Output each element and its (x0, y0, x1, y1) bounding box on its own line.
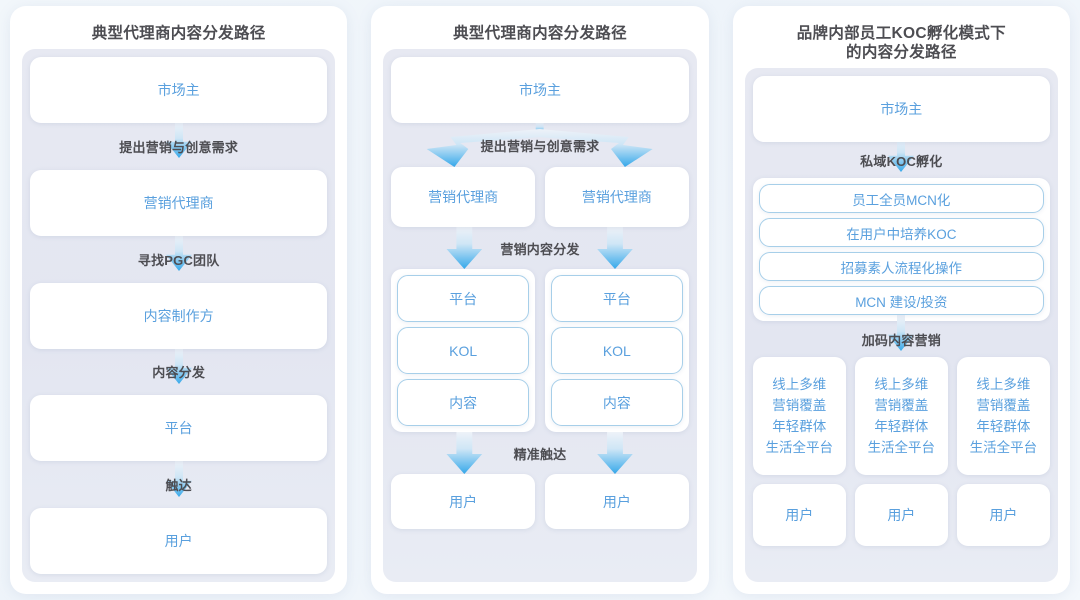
connector-label-reach: 精准触达 (513, 446, 567, 462)
node-content-producer[interactable]: 内容制作方 (30, 282, 328, 349)
connector-label-1-2: 寻找PGC团队 (137, 252, 220, 268)
node-marketing-agency-right[interactable]: 营销代理商 (545, 167, 689, 227)
coverage-line: 线上多维 (976, 377, 1031, 392)
branch-arrows-icon (427, 123, 653, 167)
node-user-right[interactable]: 用户 (545, 474, 689, 529)
node-coverage-3[interactable]: 线上多维 营销覆盖 年轻群体 生活全平台 (956, 357, 1050, 475)
connector-1-4: 触达 (30, 460, 327, 503)
connector-label-branch: 提出营销与创意需求 (480, 138, 600, 154)
node-market-owner[interactable]: 市场主 (391, 57, 689, 123)
coverage-line: 营销覆盖 (772, 398, 827, 413)
connector-marketing: 加码内容营销 (753, 315, 1050, 357)
coverage-line: 营销覆盖 (976, 398, 1031, 413)
node-coverage-1[interactable]: 线上多维 营销覆盖 年轻群体 生活全平台 (752, 357, 846, 475)
node-user-2[interactable]: 用户 (854, 484, 948, 546)
panel-title-2: 典型代理商内容分发路径 (453, 25, 627, 42)
panel-3-flow: 市场主 私域KOC孵化 员工全员MCN化 在用户中培养KOC 招募素人流程化操作 (744, 68, 1058, 582)
coverage-line: 线上多维 (874, 377, 929, 392)
connector-label-1-4: 触达 (165, 478, 192, 494)
node-kol[interactable]: KOL (397, 327, 529, 374)
node-koc-4[interactable]: MCN 建设/投资 (758, 286, 1044, 315)
connector-label-incubate: 私域KOC孵化 (860, 153, 943, 169)
connector-distribute: 营销内容分发 (391, 227, 688, 269)
node-market-owner[interactable]: 市场主 (752, 76, 1050, 142)
user-row: 用户 用户 (391, 474, 689, 529)
node-content[interactable]: 内容 (397, 379, 529, 426)
agency-row: 营销代理商 营销代理商 (391, 167, 689, 227)
coverage-line: 营销覆盖 (874, 398, 929, 413)
connector-label-1-1: 提出营销与创意需求 (119, 139, 239, 155)
node-platform[interactable]: 平台 (30, 395, 328, 462)
arrow-down-icon (886, 136, 916, 172)
coverage-line: 生活全平台 (969, 440, 1038, 455)
stack-right: 平台 KOL 内容 (545, 269, 689, 432)
coverage-line: 线上多维 (772, 377, 827, 392)
coverage-line: 年轻群体 (976, 419, 1031, 434)
node-user-left[interactable]: 用户 (391, 474, 535, 529)
arrow-down-icon (164, 347, 194, 384)
panel-agency-path-2: 典型代理商内容分发路径 市场主 提出营销与创意需求 营销代理商 营销代理商 (371, 6, 709, 594)
connector-1-2: 寻找PGC团队 (30, 235, 327, 277)
stack-row: 平台 KOL 内容 平台 KOL 内容 (391, 269, 689, 432)
node-market-owner[interactable]: 市场主 (30, 57, 328, 123)
coverage-row: 线上多维 营销覆盖 年轻群体 生活全平台 线上多维 营销覆盖 年轻群体 生活全平… (752, 357, 1050, 475)
coverage-line: 生活全平台 (867, 440, 936, 455)
node-user-3[interactable]: 用户 (956, 484, 1050, 546)
connector-label-marketing: 加码内容营销 (861, 332, 941, 348)
node-marketing-agency[interactable]: 营销代理商 (30, 169, 328, 236)
connector-label-1-3: 内容分发 (152, 365, 206, 381)
node-kol[interactable]: KOL (551, 327, 683, 374)
arrow-down-icon (164, 460, 194, 497)
coverage-line: 年轻群体 (874, 419, 929, 434)
node-platform[interactable]: 平台 (397, 275, 529, 322)
connector-reach: 精准触达 (391, 432, 688, 474)
grid-gap (753, 475, 1050, 484)
connector-incubate: 私域KOC孵化 (753, 136, 1050, 178)
connector-branch: 提出营销与创意需求 (391, 123, 688, 167)
node-user-1[interactable]: 用户 (752, 484, 846, 546)
node-user[interactable]: 用户 (30, 508, 328, 574)
connector-1-1: 提出营销与创意需求 (30, 122, 327, 164)
coverage-line: 生活全平台 (765, 440, 833, 455)
panel-koc-path: 品牌内部员工KOC孵化模式下 的内容分发路径 市场主 私域KOC孵化 员工全员M… (732, 6, 1070, 594)
arrow-down-icon (164, 235, 194, 272)
arrow-down-icon (886, 315, 916, 351)
node-content[interactable]: 内容 (551, 379, 683, 426)
connector-1-3: 内容分发 (30, 347, 327, 390)
node-marketing-agency-left[interactable]: 营销代理商 (391, 167, 535, 227)
user-row: 用户 用户 用户 (752, 484, 1050, 546)
arrow-down-icon (164, 122, 194, 159)
dual-arrows-icon (446, 227, 634, 269)
panel-agency-path-1: 典型代理商内容分发路径 市场主 提出营销与创意需求 营销代理商 (10, 6, 348, 594)
panel-2-flow: 市场主 提出营销与创意需求 营销代理商 营销代理商 (383, 49, 697, 582)
dual-arrows-icon (446, 432, 634, 474)
stack-left: 平台 KOL 内容 (391, 269, 535, 432)
koc-list: 员工全员MCN化 在用户中培养KOC 招募素人流程化操作 MCN 建设/投资 (752, 178, 1050, 321)
node-coverage-2[interactable]: 线上多维 营销覆盖 年轻群体 生活全平台 (854, 357, 948, 475)
panel-1-flow: 市场主 提出营销与创意需求 营销代理商 (22, 49, 336, 582)
panel-title-3: 品牌内部员工KOC孵化模式下 的内容分发路径 (796, 25, 1006, 61)
node-koc-1[interactable]: 员工全员MCN化 (758, 184, 1044, 213)
coverage-line: 年轻群体 (772, 419, 827, 434)
connector-label-distribute: 营销内容分发 (500, 241, 580, 257)
panel-title-1: 典型代理商内容分发路径 (91, 25, 266, 42)
node-koc-2[interactable]: 在用户中培养KOC (758, 218, 1044, 247)
node-koc-3[interactable]: 招募素人流程化操作 (758, 252, 1044, 281)
node-platform[interactable]: 平台 (551, 275, 683, 322)
